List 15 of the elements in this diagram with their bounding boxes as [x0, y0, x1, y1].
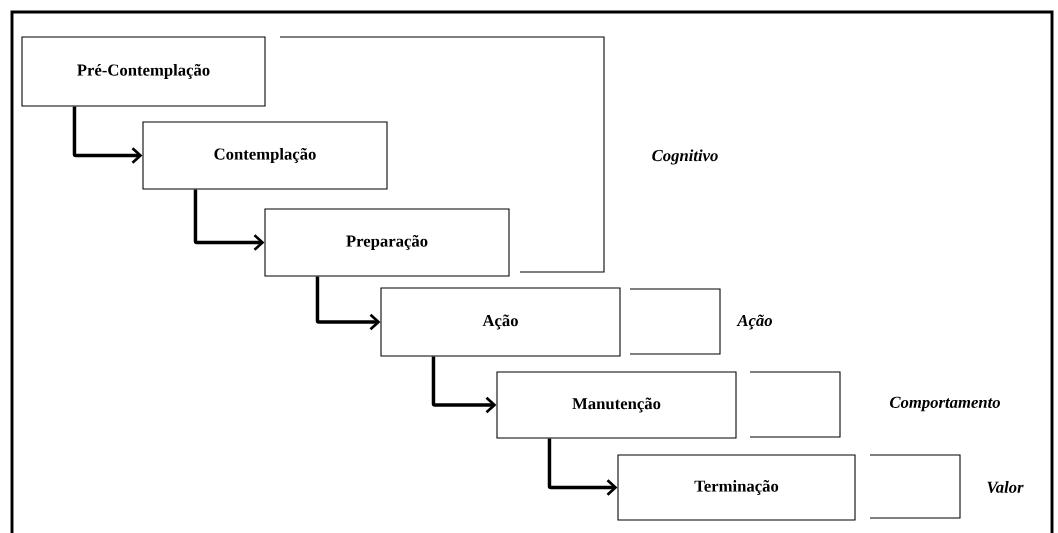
- stage-label: Valor: [987, 481, 1024, 493]
- arrow: [547, 438, 618, 496]
- stage-label: Cognitivo: [652, 149, 718, 165]
- arrow: [315, 276, 381, 331]
- arrow: [193, 189, 265, 251]
- stage-box: Ação: [380, 287, 621, 357]
- stage-box: Pré-Contemplação: [21, 36, 266, 107]
- stage-label: Ação: [736, 314, 772, 330]
- stage-box: Manutenção: [496, 371, 737, 439]
- arrow: [431, 356, 497, 414]
- stage-box: Preparação: [264, 208, 510, 277]
- stage-box: Contemplação: [142, 121, 388, 190]
- stage-box: Terminação: [617, 454, 856, 521]
- arrow: [72, 106, 143, 164]
- stage-label: Comportamento: [890, 396, 1000, 412]
